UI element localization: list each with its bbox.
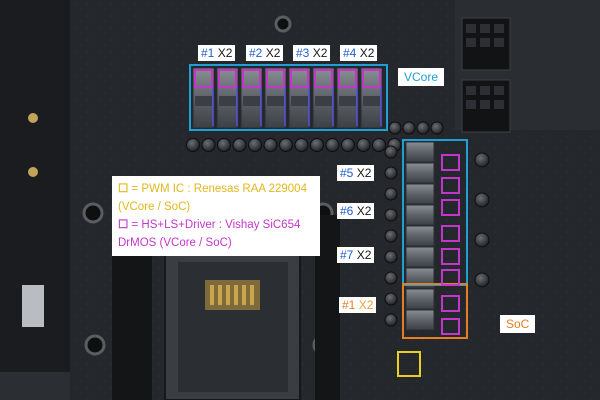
phase-label-4: #4 X2 bbox=[340, 45, 378, 61]
choke-band bbox=[363, 96, 380, 106]
legend-pwm-line: ☐ = PWM IC : Renesas RAA 229004 bbox=[118, 180, 314, 198]
vcore-region-label: VCore bbox=[398, 68, 445, 86]
pwm-legend-symbol: ☐ bbox=[118, 183, 129, 195]
drmos-highlight bbox=[314, 69, 333, 88]
drmos-highlight bbox=[441, 154, 460, 171]
choke bbox=[405, 204, 435, 226]
pwm-ic-highlight bbox=[397, 351, 421, 377]
drmos-highlight bbox=[362, 69, 381, 88]
capacitor bbox=[474, 232, 490, 248]
phase-label-1: #1 X2 bbox=[198, 45, 236, 61]
phase-label-3: #3 X2 bbox=[293, 45, 331, 61]
side-power-stages bbox=[405, 141, 435, 331]
drmos-highlight bbox=[441, 318, 460, 335]
drmos-highlight bbox=[441, 269, 460, 286]
capacitor bbox=[430, 121, 444, 135]
phase-label-5: #5 X2 bbox=[337, 165, 375, 181]
phase-label-2: #2 X2 bbox=[246, 45, 284, 61]
capacitor bbox=[384, 208, 398, 222]
capacitor bbox=[263, 138, 278, 152]
phase-label-7: #7 X2 bbox=[337, 247, 375, 263]
capacitor bbox=[201, 138, 216, 152]
drmos-highlight bbox=[441, 248, 460, 265]
drmos-highlight bbox=[441, 295, 460, 312]
capacitor bbox=[474, 272, 490, 288]
capacitor bbox=[310, 138, 324, 152]
choke-band bbox=[243, 96, 260, 106]
choke-band bbox=[339, 96, 356, 106]
capacitor bbox=[416, 121, 430, 135]
choke-band bbox=[315, 96, 332, 106]
left-heatsink-area bbox=[0, 0, 70, 400]
drmos-highlights-top bbox=[194, 69, 381, 88]
choke-band bbox=[267, 96, 284, 106]
capacitor bbox=[325, 138, 340, 152]
choke bbox=[405, 246, 435, 268]
drmos-highlight bbox=[290, 69, 309, 88]
capacitor bbox=[384, 271, 398, 285]
capacitor bbox=[356, 138, 371, 152]
choke bbox=[405, 225, 435, 247]
capacitor bbox=[474, 152, 490, 168]
legend-drmos-line: ☐ = HS+LS+Driver : Vishay SiC654 bbox=[118, 216, 314, 234]
capacitor bbox=[217, 138, 231, 152]
capacitor bbox=[384, 292, 398, 306]
choke bbox=[405, 162, 435, 184]
capacitor bbox=[388, 121, 402, 135]
soc-region-label: SoC bbox=[500, 315, 536, 333]
phase-label-6: #6 X2 bbox=[337, 203, 375, 219]
soc-phase-label: #1 X2 bbox=[339, 297, 377, 313]
drmos-highlight bbox=[441, 199, 460, 216]
drmos-highlight bbox=[242, 69, 261, 88]
capacitor bbox=[384, 187, 398, 201]
side-capacitors bbox=[384, 145, 490, 327]
choke-band bbox=[195, 96, 212, 106]
legend-pwm-scope: (VCore / SoC) bbox=[118, 201, 191, 213]
capacitor bbox=[341, 138, 355, 152]
choke-band bbox=[219, 96, 236, 106]
component-legend: ☐ = PWM IC : Renesas RAA 229004 (VCore /… bbox=[112, 176, 320, 256]
soc-region-box bbox=[402, 283, 468, 339]
capacitor bbox=[384, 250, 398, 264]
vcore-power-stages bbox=[192, 67, 383, 129]
choke bbox=[405, 288, 435, 310]
capacitor bbox=[372, 138, 386, 152]
vcore-region-box bbox=[189, 64, 388, 131]
left-components bbox=[28, 113, 38, 177]
capacitor bbox=[279, 138, 293, 152]
drmos-highlight bbox=[266, 69, 285, 88]
capacitor bbox=[248, 138, 262, 152]
capacitor bbox=[384, 166, 398, 180]
drmos-highlight bbox=[338, 69, 357, 88]
capacitor bbox=[384, 313, 398, 327]
drmos-highlights-side bbox=[441, 154, 460, 335]
eps-connector-pins bbox=[466, 24, 504, 109]
cpu-socket bbox=[112, 215, 340, 400]
capacitor bbox=[294, 138, 309, 152]
capacitor bbox=[232, 138, 247, 152]
capacitor bbox=[474, 192, 490, 208]
capacitor bbox=[186, 138, 200, 152]
drmos-highlight bbox=[194, 69, 213, 88]
capacitor bbox=[384, 145, 398, 159]
choke bbox=[405, 141, 435, 163]
capacitor bbox=[384, 229, 398, 243]
choke-band bbox=[291, 96, 308, 106]
legend-drmos-scope: DrMOS (VCore / SoC) bbox=[118, 237, 232, 249]
drmos-highlight bbox=[441, 225, 460, 242]
capacitor bbox=[402, 121, 416, 135]
choke bbox=[405, 183, 435, 205]
drmos-legend-symbol: ☐ bbox=[118, 219, 129, 231]
choke bbox=[405, 309, 435, 331]
drmos-highlight bbox=[441, 177, 460, 194]
drmos-highlight bbox=[218, 69, 237, 88]
